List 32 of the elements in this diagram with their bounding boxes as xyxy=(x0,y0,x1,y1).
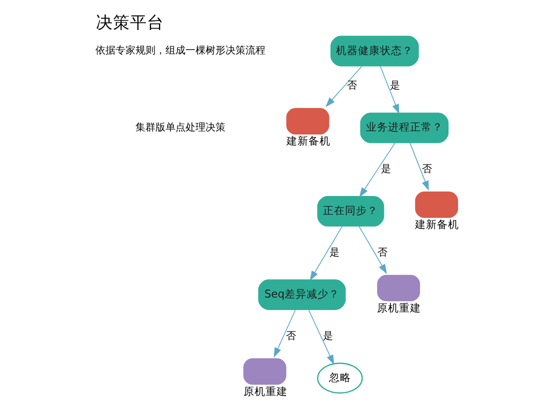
node-box xyxy=(286,108,329,134)
edge-label: 否 xyxy=(422,164,432,176)
node-box xyxy=(242,358,286,385)
arrow xyxy=(308,309,334,365)
node-label: 建新备机 xyxy=(414,218,459,232)
diagram-title: 决策平台 xyxy=(95,12,164,32)
arrow xyxy=(409,142,428,191)
node-label: 原机重建 xyxy=(242,384,287,398)
edge-label: 是 xyxy=(322,330,332,342)
arrow xyxy=(379,66,399,114)
arrow xyxy=(358,142,395,198)
node-ellipse: 忽略 xyxy=(316,362,362,394)
edge-label: 是 xyxy=(380,164,390,176)
edge-label: 否 xyxy=(285,330,296,342)
node-label: 原机重建 xyxy=(376,302,421,315)
arrow xyxy=(325,66,362,108)
node-box xyxy=(414,191,458,218)
node-box: 机器健康状态？ xyxy=(330,36,418,66)
node-label: 建新备机 xyxy=(286,134,330,148)
node-box: Seq差异减少？ xyxy=(258,279,346,310)
node-box: 业务进程正常？ xyxy=(360,112,448,144)
arrow xyxy=(273,309,296,358)
arrow xyxy=(358,226,387,274)
node-box xyxy=(376,274,420,302)
edge-label: 否 xyxy=(346,80,356,92)
arrow xyxy=(309,226,342,281)
edge-label: 否 xyxy=(376,248,387,259)
label: 集群版单点处理决策 xyxy=(135,122,226,134)
edge-label: 是 xyxy=(389,80,400,92)
node-box: 正在同步？ xyxy=(316,196,384,227)
edge-label: 是 xyxy=(329,248,340,259)
label: 依据专家规则，组成一棵树形决策流程 xyxy=(95,46,266,57)
